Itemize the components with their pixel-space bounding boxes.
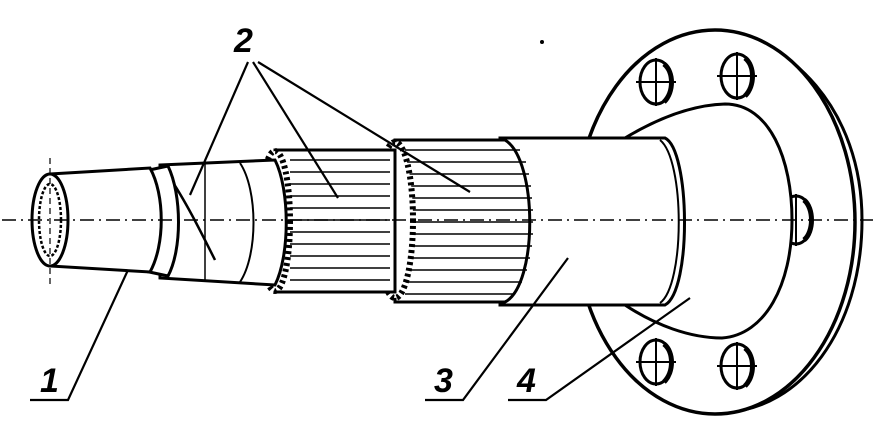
leader-lines	[30, 61, 691, 402]
bolt-hole	[717, 342, 757, 390]
leader-2a	[188, 61, 250, 196]
spline-section	[257, 138, 533, 304]
leader-3	[425, 257, 569, 402]
leader-2c	[257, 61, 471, 193]
callout-2: 2	[233, 22, 253, 60]
leader-4	[508, 297, 691, 402]
stray-dot	[540, 40, 544, 44]
bolt-hole	[636, 338, 676, 386]
callout-3: 3	[434, 362, 453, 400]
leader-2b	[252, 61, 339, 199]
shaft-body	[498, 136, 686, 307]
callout-1: 1	[40, 362, 59, 400]
callout-4: 4	[516, 362, 536, 400]
bolt-hole	[717, 52, 757, 100]
leader-1	[30, 269, 129, 402]
bolt-hole	[636, 58, 676, 106]
